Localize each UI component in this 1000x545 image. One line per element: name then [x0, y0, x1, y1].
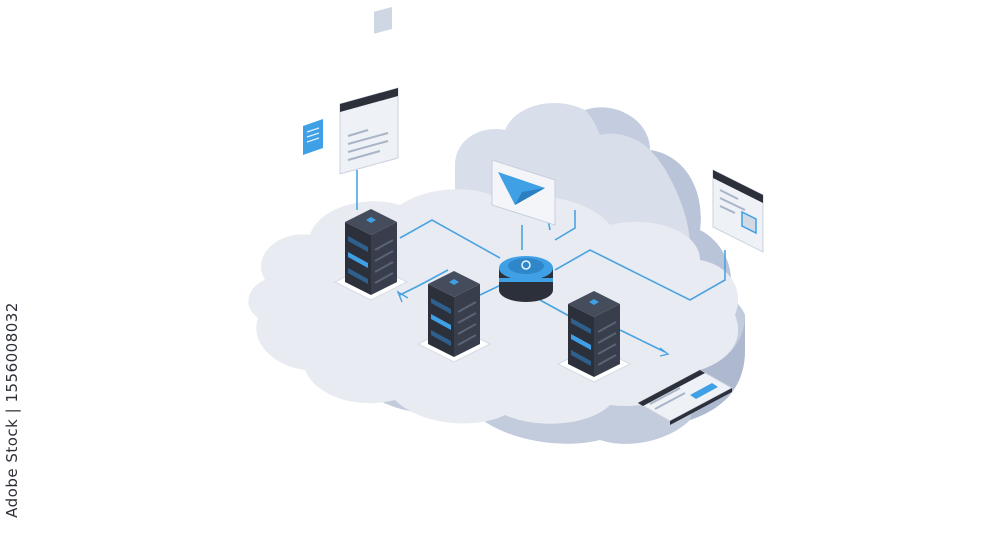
profile-window — [339, 6, 399, 175]
right-window — [712, 169, 764, 253]
server-rack-middle — [416, 271, 492, 363]
send-panel — [491, 159, 556, 226]
server-rack-left — [333, 209, 409, 301]
stock-id-label: Adobe Stock | 1556008032 — [3, 302, 22, 518]
router-hub — [499, 256, 553, 302]
server-rack-right — [556, 291, 632, 383]
document-icon — [303, 119, 323, 155]
server-group — [333, 209, 632, 383]
bottom-window — [636, 369, 734, 425]
